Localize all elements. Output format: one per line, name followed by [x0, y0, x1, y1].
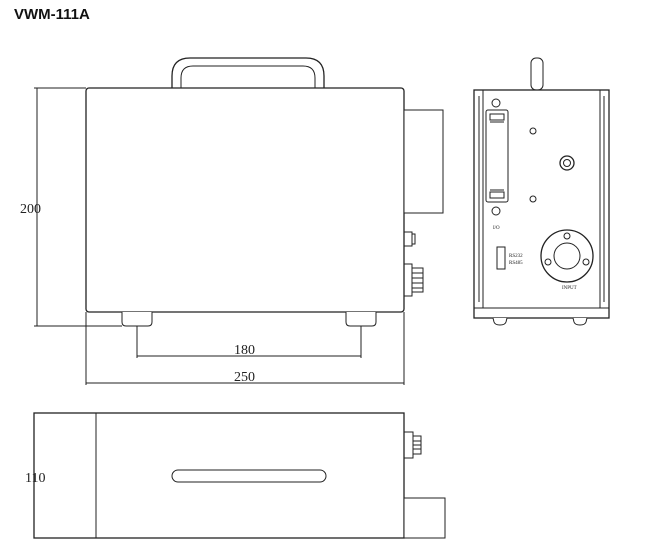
- side-foot-left: [492, 317, 508, 326]
- hole-lower: [529, 195, 537, 203]
- side-body: [473, 89, 610, 319]
- power-knob: [559, 155, 575, 171]
- handle-outer: [171, 57, 325, 88]
- side-handle: [530, 57, 544, 91]
- top-view: 110: [25, 412, 446, 539]
- screw-bottom: [491, 206, 501, 216]
- input-label: INPUT: [562, 286, 577, 291]
- input-connector-inner: [553, 242, 581, 270]
- hole-upper: [529, 127, 537, 135]
- side-panel: [403, 109, 444, 214]
- depth-label: 110: [25, 471, 45, 486]
- handle-inner: [180, 65, 316, 88]
- small-connector: [403, 231, 413, 247]
- io-label: I/O: [493, 226, 500, 231]
- screw-top: [491, 98, 501, 108]
- front-view: 200 180 250: [20, 57, 444, 385]
- top-connector: [403, 431, 414, 459]
- rs485-label: RS485: [509, 261, 523, 266]
- top-side-box: [403, 497, 446, 539]
- rs-port: [496, 246, 506, 270]
- feet-spacing-label: 180: [234, 343, 255, 358]
- width-label: 250: [234, 370, 255, 385]
- front-body: [85, 87, 405, 313]
- large-connector: [403, 263, 413, 297]
- rs232-label: RS232: [509, 254, 523, 259]
- top-body: [33, 412, 405, 539]
- top-handle-slot: [171, 469, 327, 483]
- io-module: [485, 109, 509, 203]
- height-label: 200: [20, 202, 41, 217]
- side-view: I/O RS232 RS485 INPUT: [473, 57, 610, 326]
- foot-left: [121, 312, 153, 327]
- model-title: VWM-111A: [14, 6, 90, 23]
- side-foot-right: [572, 317, 588, 326]
- input-connector-outer: [540, 229, 594, 283]
- foot-right: [345, 312, 377, 327]
